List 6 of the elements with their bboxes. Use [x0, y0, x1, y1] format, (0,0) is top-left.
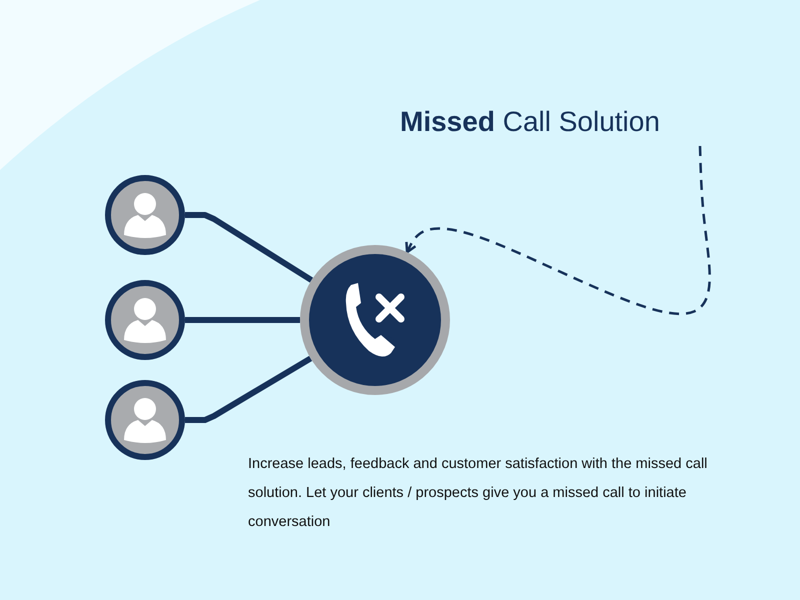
connector-line	[185, 356, 312, 423]
title-text: Missed Call Solution	[400, 106, 660, 138]
dashed-arrow	[405, 146, 711, 316]
description-text: Increase leads, feedback and customer satisfaction with the missed call solution. Let your clients / prospects give you a missed call to initiate conversation	[248, 455, 708, 532]
connector-line	[185, 317, 300, 323]
connector-line	[185, 212, 314, 283]
